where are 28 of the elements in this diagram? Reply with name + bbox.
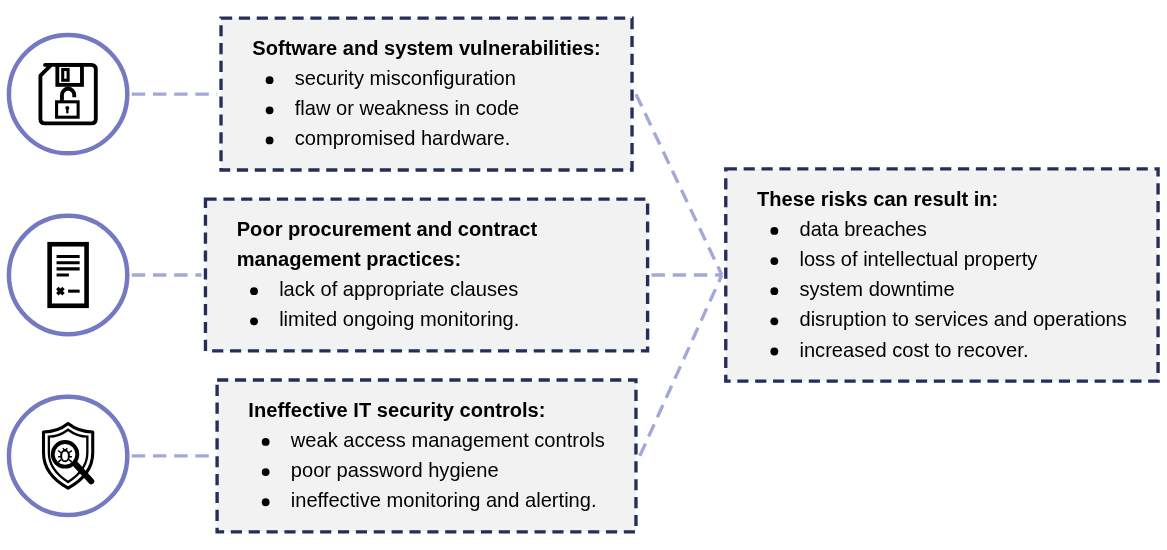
- bullet-item: loss of intellectual property: [799, 247, 1039, 273]
- bullet-item: poor password hygiene: [290, 458, 500, 484]
- bullet-item: lack of appropriate clauses: [279, 277, 520, 303]
- bullet-item: compromised hardware.: [294, 126, 512, 152]
- icon-circle: [6, 32, 130, 156]
- bullet-item: weak access management controls: [290, 428, 605, 454]
- dashed-connector: [638, 274, 724, 457]
- bullet-item: data breaches: [799, 217, 928, 243]
- box-heading: Poor procurement and contract management practices:: [236, 217, 539, 273]
- icon-circle: [6, 394, 130, 518]
- bullet-item: system downtime: [799, 277, 956, 303]
- box-heading: These risks can result in:: [757, 186, 1000, 213]
- box-heading: Software and system vulnerabilities:: [252, 36, 601, 62]
- bullet-item: flaw or weakness in code: [294, 96, 521, 122]
- dashed-box: [219, 16, 634, 172]
- icon-circle: [6, 213, 130, 337]
- dashed-box: [724, 167, 1160, 383]
- dashed-box: [203, 197, 650, 353]
- bullet-item: security misconfiguration: [294, 66, 517, 92]
- dashed-connector: [651, 273, 722, 277]
- bullet-item: increased cost to recover.: [799, 337, 1030, 363]
- bullet-item: disruption to services and operations: [799, 307, 1127, 333]
- bullet-item: ineffective monitoring and alerting.: [290, 488, 598, 514]
- dashed-box: [215, 378, 638, 534]
- dashed-connector: [634, 93, 724, 276]
- dashed-connector: [131, 273, 202, 277]
- box-heading: Ineffective IT security controls:: [248, 397, 547, 424]
- bullet-item: limited ongoing monitoring.: [279, 307, 521, 333]
